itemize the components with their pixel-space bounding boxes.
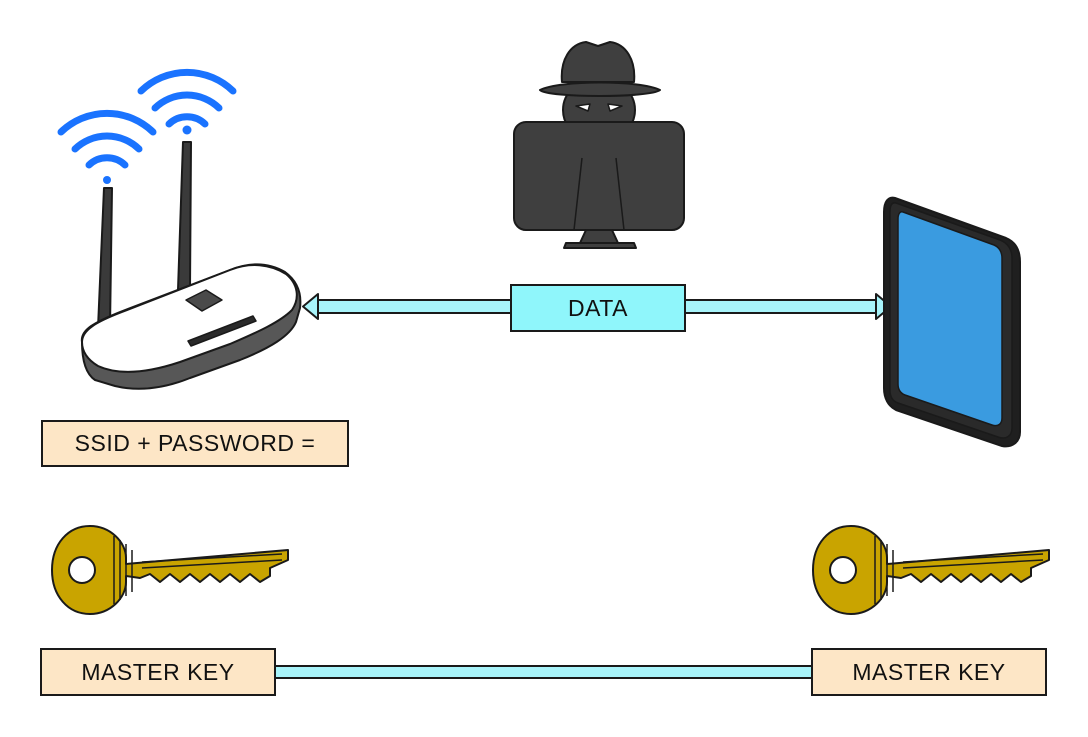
data-label: DATA: [510, 284, 686, 332]
hacker-icon: [513, 41, 685, 249]
master-key-right-label: MASTER KEY: [811, 648, 1047, 696]
master-key-link: [273, 665, 815, 679]
router-icon: [80, 141, 302, 390]
wifi-icon: [57, 68, 237, 184]
master-key-left-label: MASTER KEY: [40, 648, 276, 696]
ssid-password-label: SSID + PASSWORD =: [41, 420, 349, 467]
tablet-icon: [883, 196, 1021, 448]
key-icon: [812, 525, 1050, 615]
key-icon: [51, 525, 289, 615]
data-channel-arrow: [302, 293, 892, 320]
